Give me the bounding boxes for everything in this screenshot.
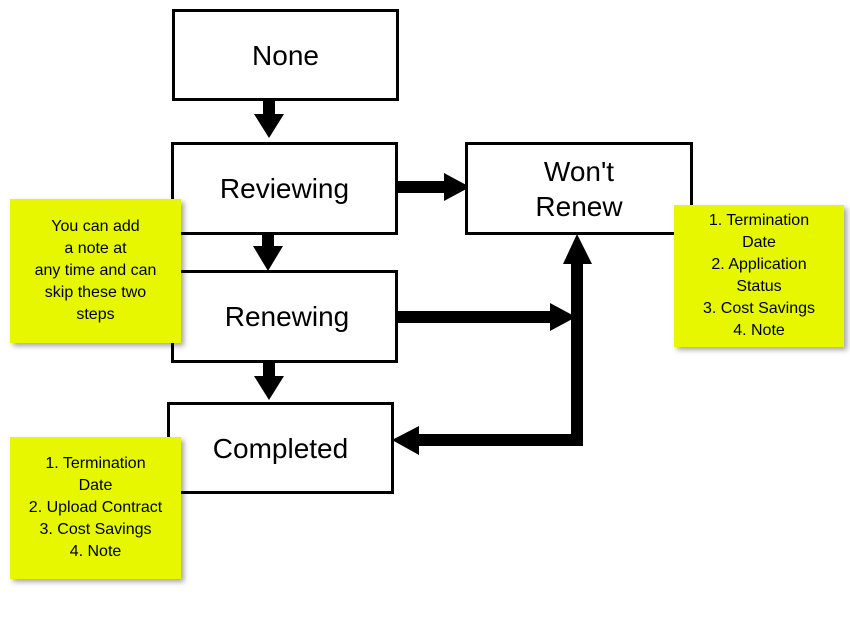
arrow-none-to-reviewing-head — [254, 114, 284, 138]
node-completed: Completed — [167, 402, 394, 494]
note-wont-renew-line: 3. Cost Savings — [702, 300, 816, 317]
note-skip-steps: You can add a note at any time and can s… — [10, 199, 181, 343]
node-renewing: Renewing — [171, 270, 398, 363]
note-completed-line: 1. Termination — [45, 455, 146, 472]
node-none-label: None — [252, 39, 319, 71]
node-wont-renew-label-line1: Won't — [543, 155, 615, 187]
note-completed-line: 2. Upload Contract — [28, 499, 163, 516]
arrow-reviewing-to-wont-renew-head — [444, 173, 470, 201]
node-none: None — [172, 9, 399, 101]
arrow-renewing-to-completed-shaft — [263, 362, 275, 376]
arrow-merge-to-wont-renew-shaft — [571, 262, 583, 446]
note-wont-renew-line: 1. Termination — [708, 212, 810, 229]
note-completed-line: 4. Note — [69, 543, 122, 560]
node-wont-renew-label-line2: Renew — [535, 190, 623, 222]
node-wont-renew: Won't Renew — [465, 142, 693, 235]
arrow-renewing-to-merge-shaft — [398, 311, 550, 323]
node-completed-label: Completed — [212, 432, 349, 464]
arrow-reviewing-to-wont-renew-shaft — [398, 181, 444, 193]
note-wont-renew-line: 4. Note — [733, 322, 785, 339]
note-completed-fields: 1. Termination Date 2. Upload Contract 3… — [10, 437, 181, 579]
note-skip-steps-line: skip these two — [44, 284, 147, 301]
note-skip-steps-line: a note at — [64, 240, 127, 257]
note-wont-renew-line: Status — [736, 278, 782, 295]
note-wont-renew-fields: 1. Termination Date 2. Application Statu… — [674, 205, 844, 347]
note-skip-steps-line: You can add — [51, 218, 140, 235]
note-skip-steps-line: any time and can — [34, 262, 157, 279]
note-wont-renew-line: 2. Application — [711, 256, 807, 273]
arrow-renewing-to-completed-head — [254, 376, 284, 400]
note-skip-steps-line: steps — [76, 306, 115, 323]
arrow-renewing-to-merge-head — [550, 303, 576, 331]
arrow-reviewing-to-renewing-head — [253, 246, 283, 271]
arrow-merge-to-completed-shaft — [418, 434, 583, 446]
node-renewing-label: Renewing — [224, 301, 350, 332]
arrow-merge-to-completed-head — [392, 426, 419, 455]
note-completed-line: 3. Cost Savings — [39, 521, 152, 538]
node-reviewing-label: Reviewing — [219, 173, 350, 204]
node-reviewing: Reviewing — [171, 142, 398, 235]
arrow-reviewing-to-renewing-shaft — [262, 234, 274, 246]
arrow-merge-to-wont-renew-head — [563, 234, 592, 264]
note-wont-renew-line: Date — [742, 234, 776, 251]
arrow-none-to-reviewing-shaft — [263, 100, 275, 114]
note-completed-line: Date — [78, 477, 113, 494]
